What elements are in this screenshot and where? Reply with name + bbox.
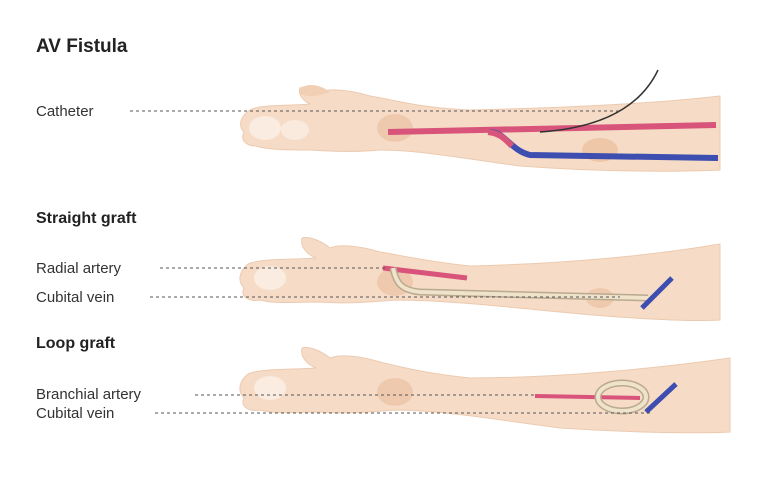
label-branchial-artery: Branchial artery (36, 386, 142, 403)
straight-graft (391, 267, 649, 300)
heading-loop-graft: Loop graft (36, 335, 116, 352)
artery-fistula (387, 122, 717, 135)
arm-loop-graft (155, 347, 731, 434)
heading-straight-graft: Straight graft (36, 210, 137, 227)
branchial-artery (534, 394, 641, 400)
cubital-vein-straight (640, 276, 674, 310)
arm-straight-graft (150, 237, 721, 322)
label-cubital-vein-loop: Cubital vein (36, 405, 115, 422)
cubital-vein-loop (644, 382, 678, 414)
label-radial-artery: Radial artery (36, 260, 122, 277)
radial-artery (382, 265, 468, 281)
arm-fistula (130, 69, 721, 172)
label-cubital-vein-straight: Cubital vein (36, 289, 115, 306)
diagram-title: AV Fistula (36, 36, 128, 57)
label-catheter: Catheter (36, 103, 94, 120)
catheter-line (539, 69, 659, 133)
loop-graft (596, 381, 648, 413)
